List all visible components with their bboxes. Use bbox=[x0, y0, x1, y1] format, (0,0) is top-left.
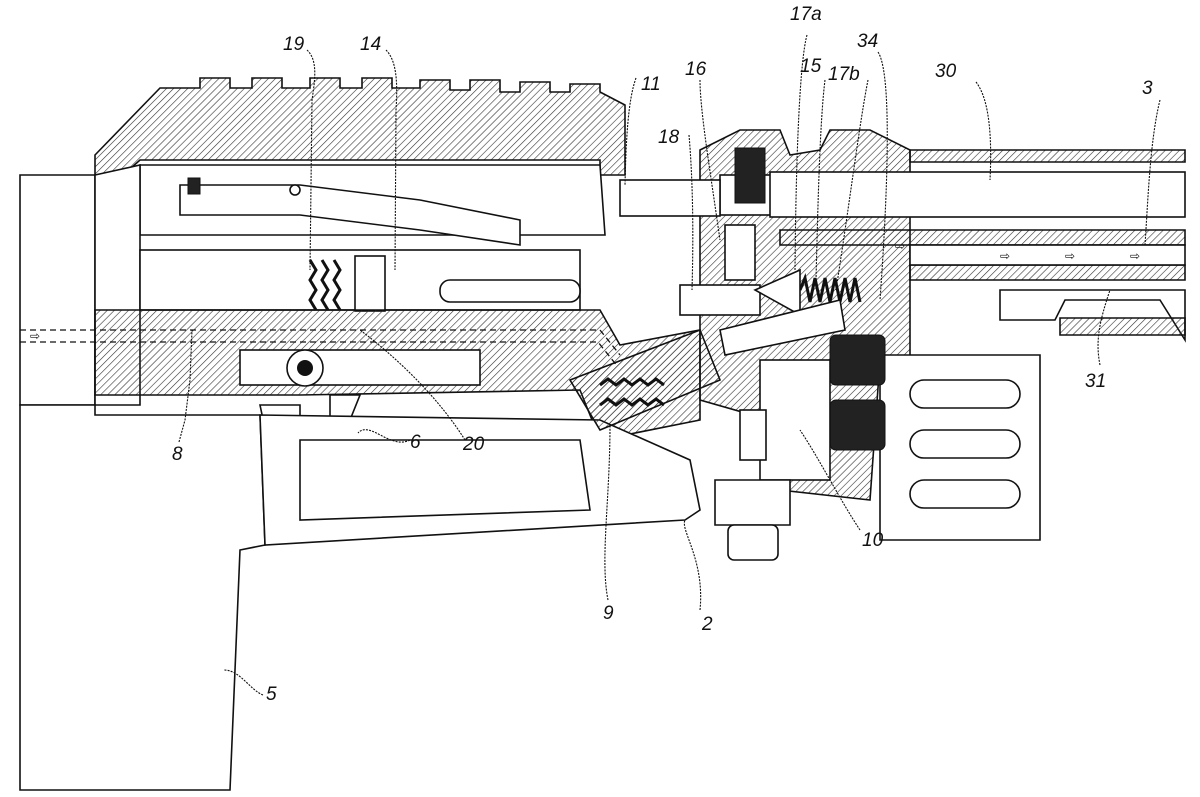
label-5: 5 bbox=[266, 684, 277, 705]
label-30: 30 bbox=[935, 61, 957, 82]
rail-block bbox=[879, 354, 1041, 541]
label-15: 15 bbox=[800, 56, 822, 77]
label-17b: 17b bbox=[828, 64, 860, 85]
label-31: 31 bbox=[1085, 371, 1106, 392]
label-19: 19 bbox=[283, 34, 305, 55]
label-8: 8 bbox=[172, 444, 183, 465]
svg-text:⇨: ⇨ bbox=[1130, 249, 1140, 263]
label-3: 3 bbox=[1142, 78, 1153, 99]
svg-text:⇨: ⇨ bbox=[1000, 249, 1010, 263]
charging-lever bbox=[179, 177, 521, 246]
leader-lines bbox=[178, 34, 1161, 696]
bolt bbox=[139, 249, 581, 312]
label-17a: 17a bbox=[790, 4, 822, 25]
label-18: 18 bbox=[658, 127, 680, 148]
barrel-3: ⇨ ⇨ ⇨ ⇨ ⇨ bbox=[30, 149, 1186, 343]
label-14: 14 bbox=[360, 34, 381, 55]
label-10: 10 bbox=[862, 530, 884, 551]
svg-text:⇨: ⇨ bbox=[30, 329, 40, 343]
gas-passage-8 bbox=[20, 329, 621, 368]
label-11: 11 bbox=[641, 74, 661, 95]
label-16: 16 bbox=[685, 59, 707, 80]
svg-text:⇨: ⇨ bbox=[1065, 249, 1075, 263]
spring-19 bbox=[308, 259, 342, 311]
svg-text:⇨: ⇨ bbox=[895, 239, 905, 253]
label-9: 9 bbox=[603, 603, 614, 624]
reference-labels: 19 14 11 16 18 17a 15 17b 34 30 3 31 8 6… bbox=[172, 4, 1153, 705]
air-fitting bbox=[714, 409, 791, 561]
label-2: 2 bbox=[701, 614, 713, 635]
label-6: 6 bbox=[410, 432, 421, 453]
label-34: 34 bbox=[857, 31, 878, 52]
label-20: 20 bbox=[462, 434, 485, 455]
grip bbox=[19, 404, 701, 791]
